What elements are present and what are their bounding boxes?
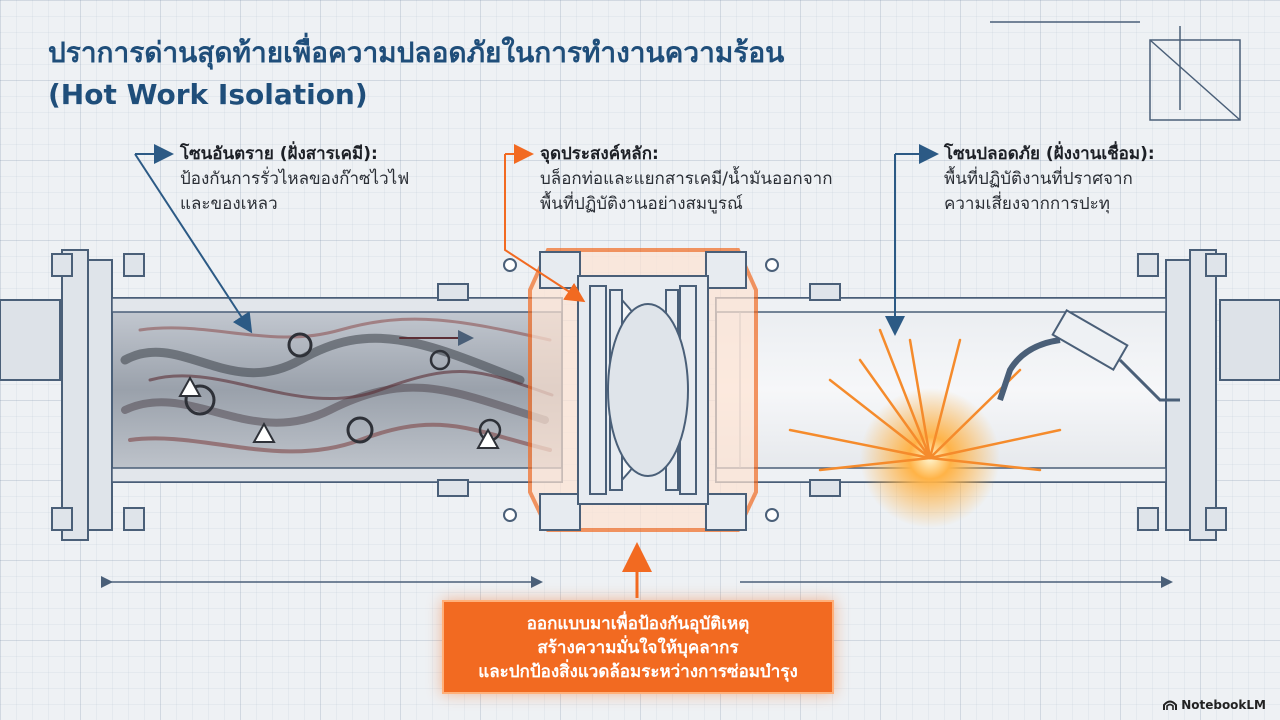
welding-torch xyxy=(997,309,1180,402)
title-line-2: (Hot Work Isolation) xyxy=(48,78,368,111)
main-purpose-text-2: พื้นที่ปฏิบัติงานอย่างสมบูรณ์ xyxy=(540,194,743,214)
page-title: ปราการด่านสุดท้ายเพื่อความปลอดภัยในการทำ… xyxy=(48,32,784,116)
benefits-line-2: สร้างความมั่นใจให้บุคลากร xyxy=(537,638,739,658)
benefits-line-3: และปกป้องสิ่งแวดล้อมระหว่างการซ่อมบำรุง xyxy=(478,662,798,682)
benefits-line-1: ออกแบบมาเพื่อป้องกันอุบัติเหตุ xyxy=(526,614,750,634)
hazard-zone-callout: โซนอันตราย (ฝั่งสารเคมี): ป้องกันการรั่ว… xyxy=(180,142,409,217)
benefits-box: ออกแบบมาเพื่อป้องกันอุบัติเหตุ สร้างความ… xyxy=(442,600,834,694)
safe-zone-heading: โซนปลอดภัย (ฝั่งงานเชื่อม): xyxy=(944,144,1155,164)
title-line-1: ปราการด่านสุดท้ายเพื่อความปลอดภัยในการทำ… xyxy=(48,36,785,69)
hazard-pipe-section xyxy=(111,297,563,483)
brand-watermark: NotebookLM xyxy=(1163,698,1266,712)
main-purpose-heading: จุดประสงค์หลัก: xyxy=(540,144,659,164)
welding-sparks xyxy=(788,328,1062,528)
safe-zone-text-1: พื้นที่ปฏิบัติงานที่ปราศจาก xyxy=(944,169,1133,189)
left-end-flange xyxy=(51,249,145,541)
dimension-lines xyxy=(101,21,1241,588)
outer-pipe-right xyxy=(1219,299,1280,381)
right-end-flange xyxy=(1137,249,1227,541)
isolation-valve-assembly xyxy=(503,248,779,532)
pipe-clamps xyxy=(437,283,841,497)
brand-name: NotebookLM xyxy=(1181,698,1266,712)
hazard-zone-text-2: และของเหลว xyxy=(180,194,278,214)
hazard-warning-icons xyxy=(178,375,500,449)
main-purpose-text-1: บล็อกท่อและแยกสารเคมี/น้ำมันออกจาก xyxy=(540,169,833,189)
safe-zone-callout: โซนปลอดภัย (ฝั่งงานเชื่อม): พื้นที่ปฏิบั… xyxy=(944,142,1155,217)
safe-zone-text-2: ความเสี่ยงจากการปะทุ xyxy=(944,194,1111,214)
outer-pipe-left xyxy=(0,299,61,381)
notebooklm-logo-icon xyxy=(1163,700,1178,710)
chemical-flow xyxy=(120,317,554,454)
hazard-zone-heading: โซนอันตราย (ฝั่งสารเคมี): xyxy=(180,144,378,164)
callout-arrows xyxy=(134,144,939,598)
main-purpose-callout: จุดประสงค์หลัก: บล็อกท่อและแยกสารเคมี/น้… xyxy=(540,142,833,217)
hazard-zone-text-1: ป้องกันการรั่วไหลของก๊าซไวไฟ xyxy=(180,169,410,189)
